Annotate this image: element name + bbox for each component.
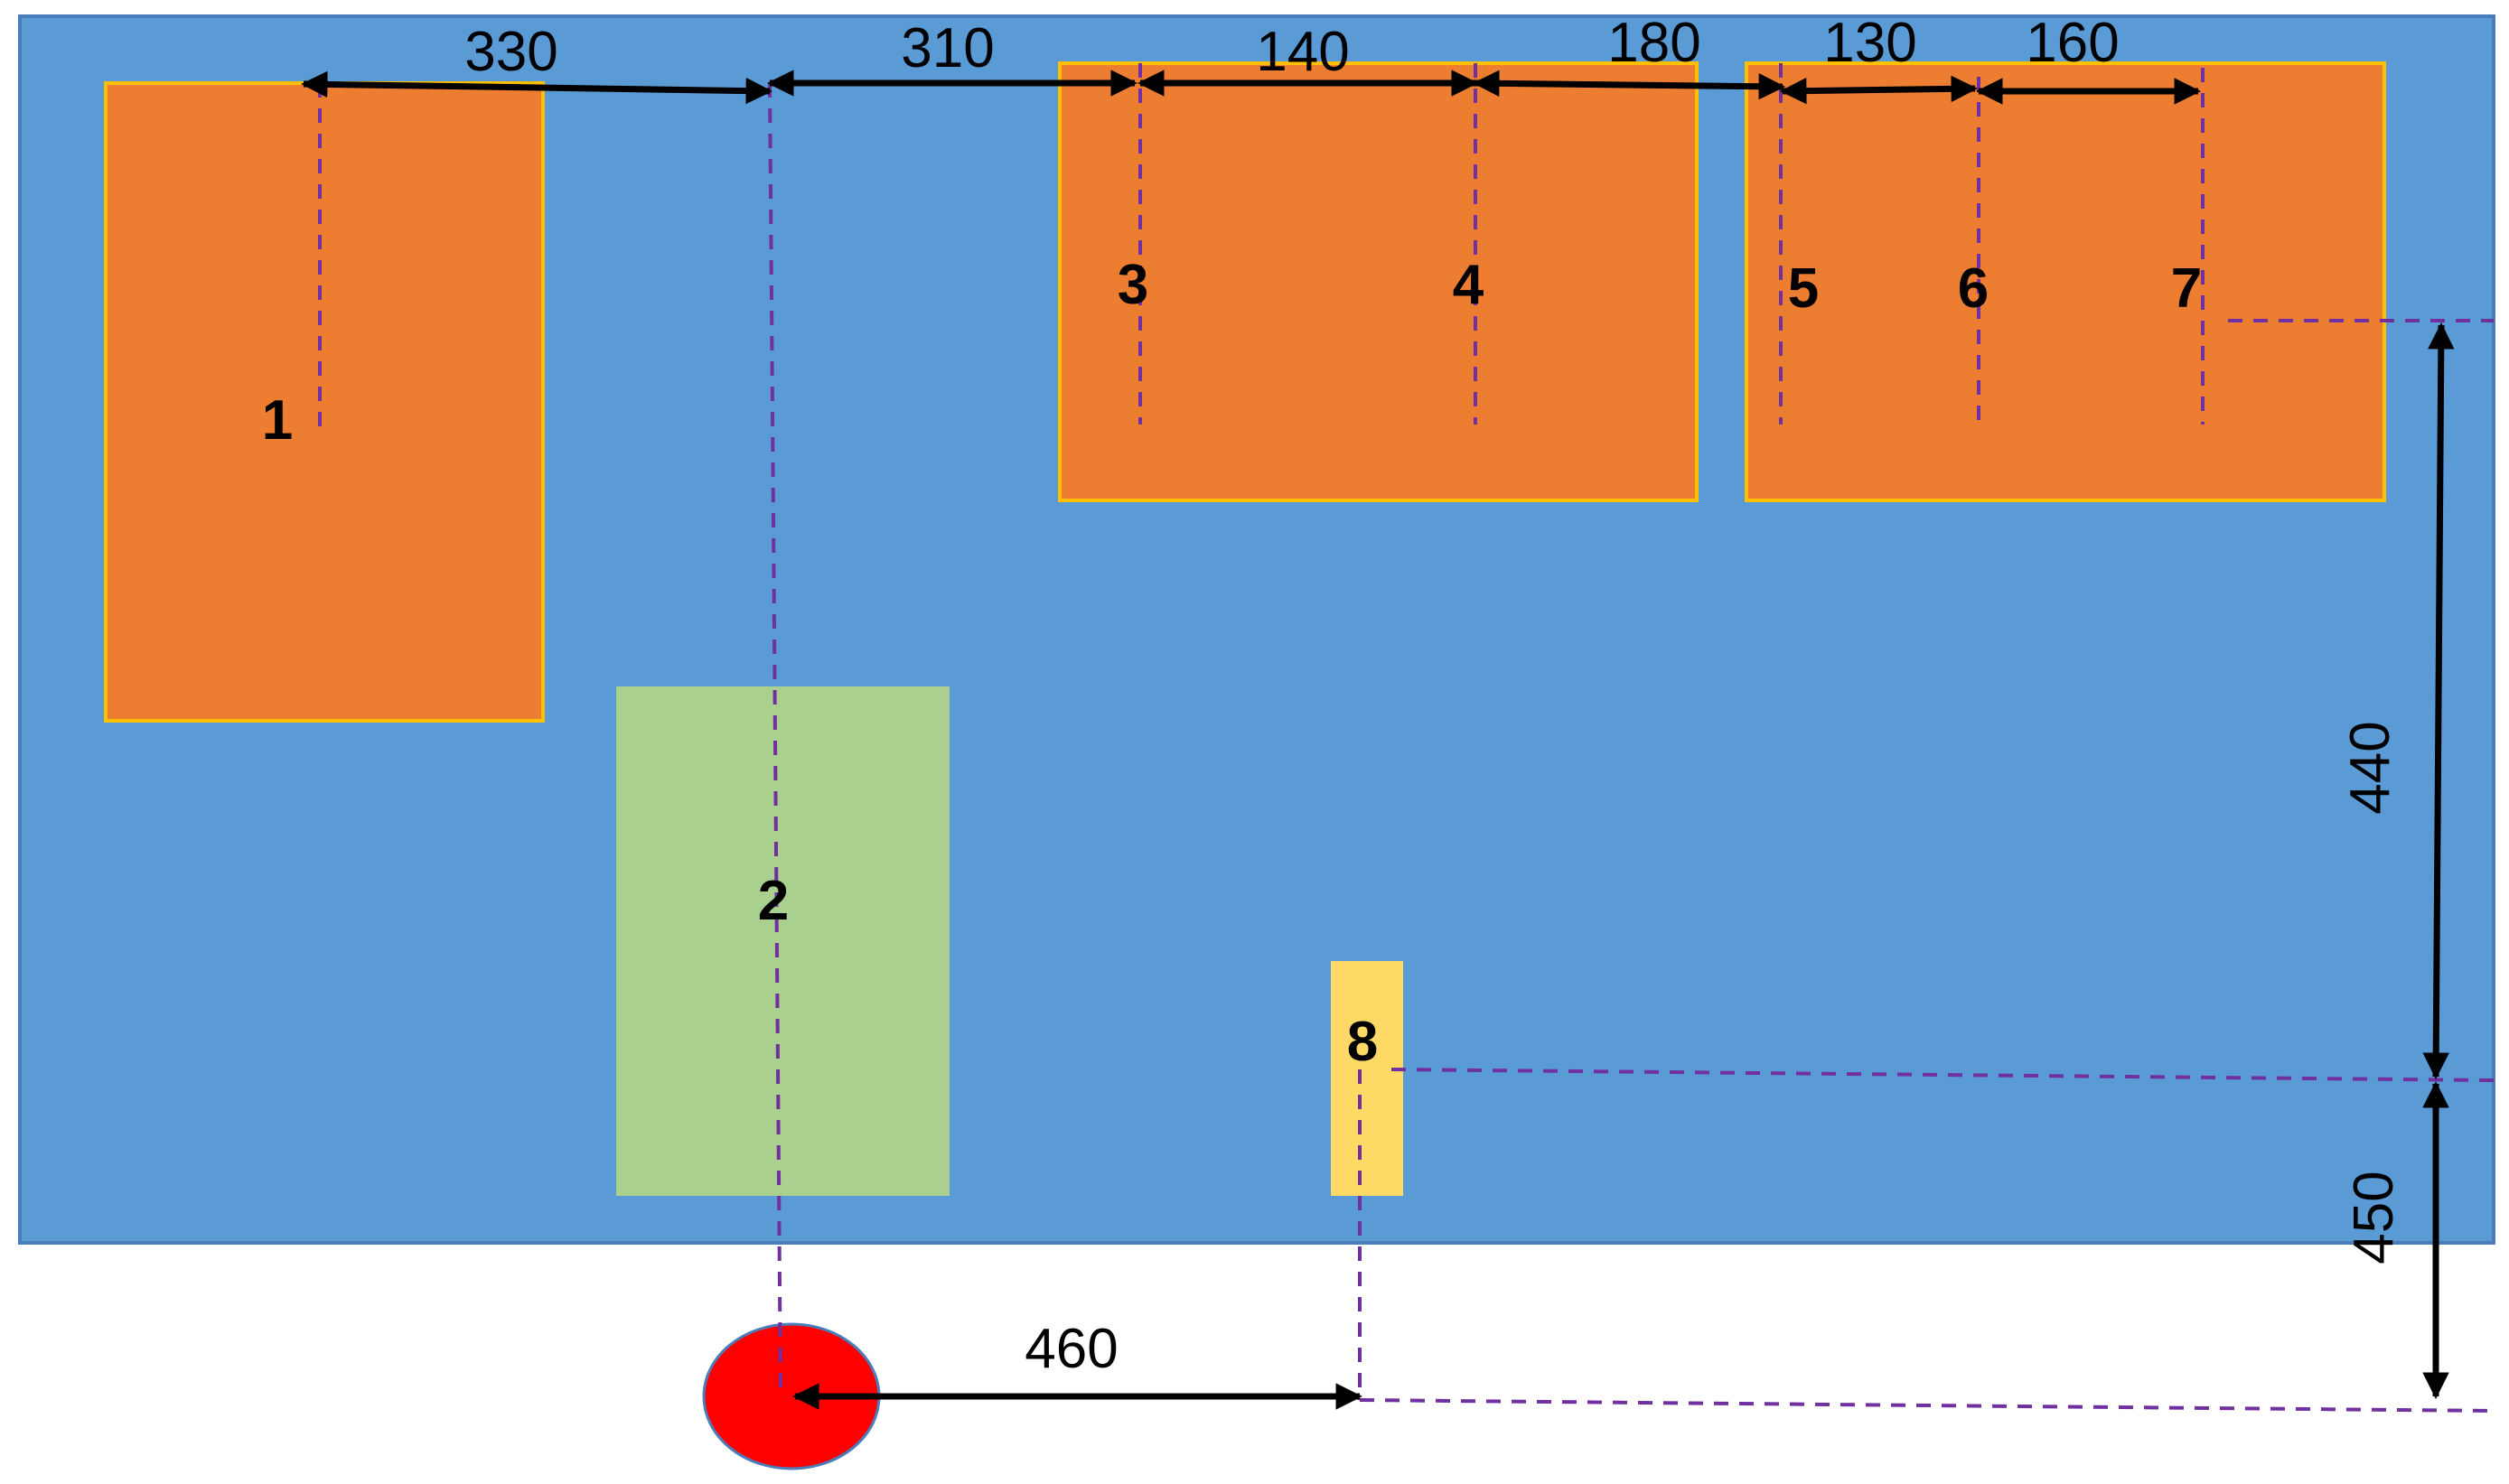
block-7-label: 7 — [2171, 257, 2202, 320]
guide-line-2 — [768, 82, 782, 1397]
block-2-label: 2 — [758, 870, 789, 932]
arrow-180 — [1473, 70, 1785, 100]
block-2 — [616, 686, 950, 1196]
guide-lines — [318, 63, 2495, 1413]
block-5-7 — [1745, 61, 2386, 502]
block-6-label: 6 — [1958, 257, 1989, 320]
block-5-label: 5 — [1788, 257, 1819, 320]
arrow-330 — [301, 70, 772, 105]
arrow-440 — [2422, 322, 2455, 1079]
dimension-label-130: 130 — [1823, 12, 1916, 74]
dimension-arrows — [301, 70, 2455, 1410]
dimension-label-180: 180 — [1607, 12, 1700, 74]
guide-line-8-horizontal — [1390, 1068, 2495, 1082]
block-3-4 — [1058, 61, 1699, 502]
dimension-label-440: 440 — [2339, 721, 2401, 814]
block-1-label: 1 — [262, 389, 293, 452]
guide-line-origin-horizontal — [1359, 1398, 2495, 1413]
dimension-label-460: 460 — [1025, 1318, 1118, 1380]
block-8 — [1331, 961, 1403, 1196]
block-4-label: 4 — [1453, 254, 1484, 316]
dimension-label-140: 140 — [1256, 21, 1349, 83]
dimension-label-160: 160 — [2026, 12, 2119, 74]
block-3-label: 3 — [1118, 254, 1148, 316]
dimension-label-450: 450 — [2343, 1171, 2405, 1264]
block-1 — [104, 81, 545, 723]
arrow-130 — [1780, 75, 1978, 105]
dimension-label-310: 310 — [901, 17, 994, 79]
block-8-label: 8 — [1347, 1011, 1378, 1073]
dimension-label-330: 330 — [464, 21, 557, 83]
